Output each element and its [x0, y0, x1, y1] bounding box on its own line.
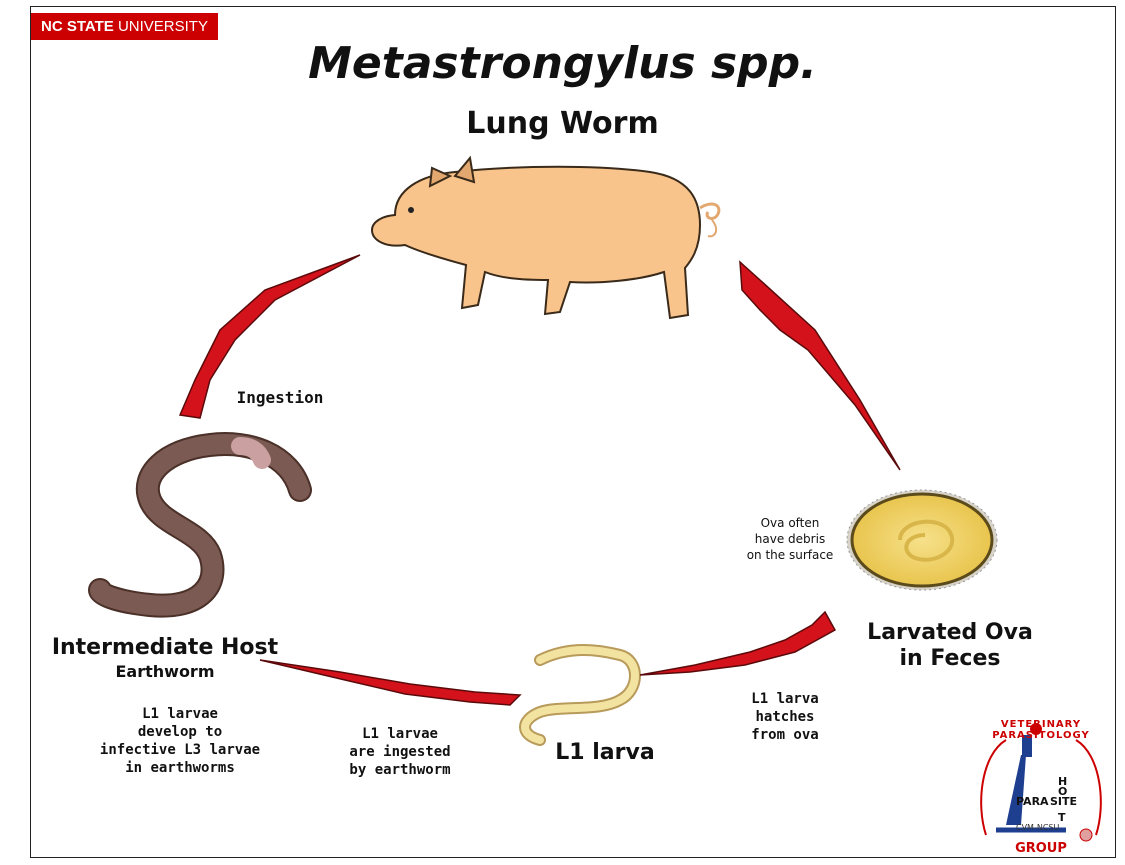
- l1-larva-label: L1 larva: [535, 740, 675, 765]
- arrow-pig-to-ova: [740, 262, 900, 470]
- ova-illustration: [847, 490, 997, 590]
- larvated-ova-label: Larvated Ova in Feces: [855, 620, 1045, 672]
- logo-group: GROUP: [966, 841, 1116, 856]
- pig-illustration: [372, 158, 719, 318]
- earthworm-illustration: [100, 444, 300, 606]
- pig-eye-icon: [408, 207, 414, 213]
- ingested-label: L1 larvae are ingested by earthworm: [340, 725, 460, 779]
- logo-para: PARA: [1016, 795, 1049, 808]
- l1-larva-illustration: [525, 650, 635, 740]
- logo-arc-text: VETERINARY PARASITOLOGY: [966, 719, 1116, 741]
- ova-note-label: Ova often have debris on the surface: [735, 515, 845, 563]
- parasitology-logo[interactable]: VETERINARY PARASITOLOGY PARA SITE H O T …: [966, 715, 1116, 860]
- arrow-larva-to-worm: [260, 660, 520, 705]
- l1-hatch-label: L1 larva hatches from ova: [730, 690, 840, 744]
- logo-host-o: O: [1058, 785, 1067, 798]
- ingestion-label: Ingestion: [225, 388, 335, 407]
- intermediate-host-label: Intermediate Host: [50, 635, 280, 660]
- earthworm-label: Earthworm: [80, 662, 250, 681]
- arrow-ova-to-larva: [640, 612, 835, 675]
- logo-cvm: CVM-NCSU: [1016, 823, 1059, 832]
- develop-label: L1 larvae develop to infective L3 larvae…: [90, 705, 270, 777]
